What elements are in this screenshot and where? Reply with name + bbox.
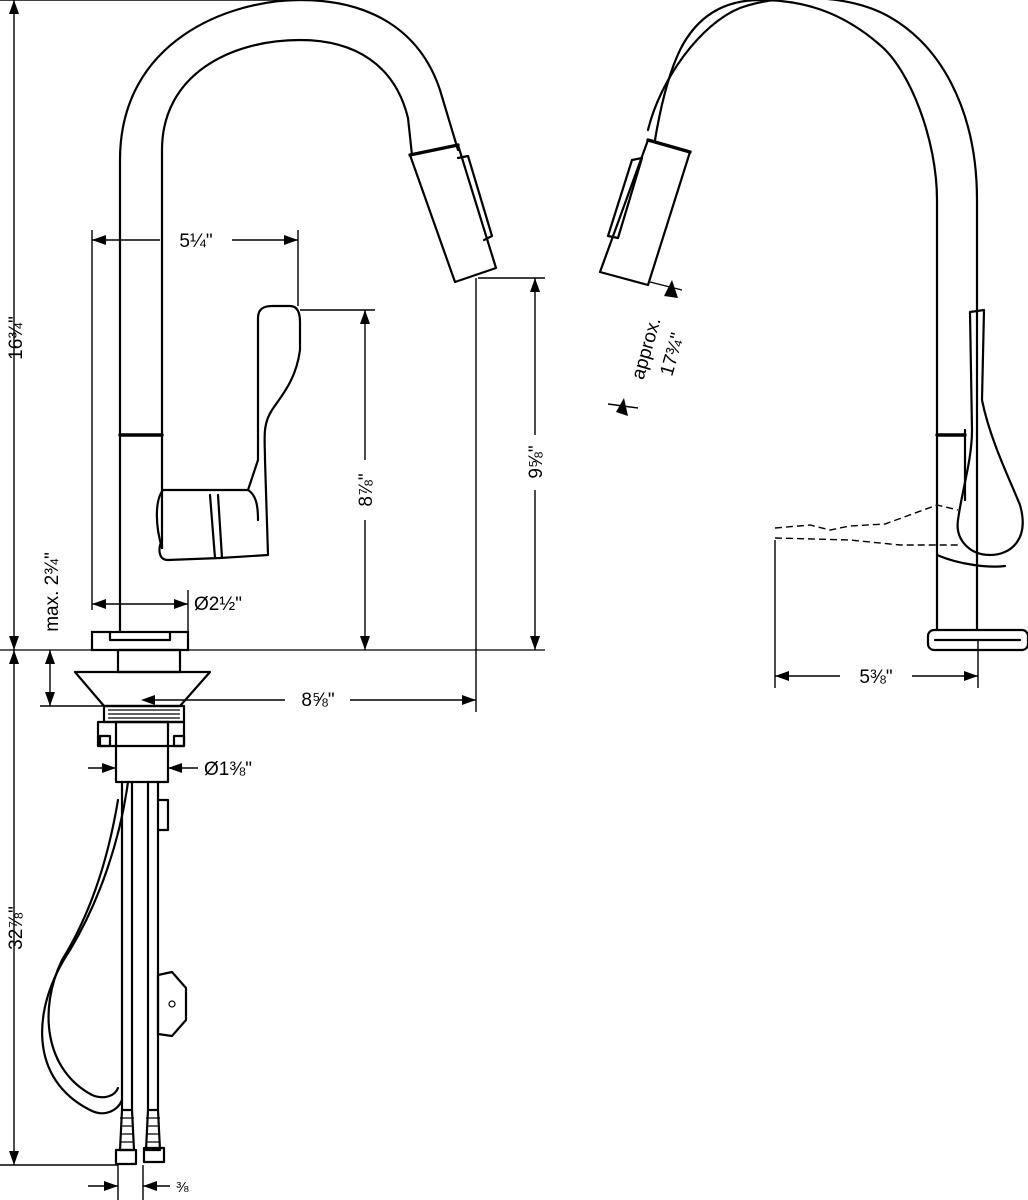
front-hose-loop <box>41 780 130 1115</box>
front-view <box>0 0 545 1166</box>
front-shank <box>114 720 170 784</box>
dim-shank-diameter: Ø1⅜" <box>204 759 252 780</box>
dim-hose-length: 32⅞" <box>6 906 27 950</box>
front-spout-outer <box>118 0 460 637</box>
dimension-lines <box>0 0 979 1200</box>
dim-deck-thickness: max. 2¾" <box>42 552 63 632</box>
side-spout-outer <box>653 0 939 632</box>
front-hose-weight <box>156 970 188 1038</box>
front-spray-head <box>408 143 498 284</box>
dim-pullout-length: 17¾" <box>657 331 689 379</box>
dim-handle-height: 8⅞" <box>356 473 377 506</box>
front-spout-inner <box>160 38 414 550</box>
side-handle <box>956 308 1024 557</box>
dim-connection-size: ⅜ <box>176 1179 189 1196</box>
dim-total-height: 16¾" <box>6 316 27 360</box>
front-supply-lines <box>120 780 160 1112</box>
side-spray-head <box>598 138 692 287</box>
front-handle <box>158 304 302 562</box>
dim-spout-reach-top: 5¼" <box>179 231 212 252</box>
dim-spout-reach: 8⅝" <box>301 690 334 711</box>
side-spout-inner <box>646 0 979 632</box>
dim-side-handle-clearance: 5⅜" <box>859 667 892 688</box>
dim-base-diameter: Ø2½" <box>194 594 242 615</box>
dim-spout-clearance: 9⅝" <box>526 445 547 478</box>
front-mount-plate <box>73 670 212 708</box>
side-handle-dashed <box>774 504 959 546</box>
front-fittings <box>118 1108 162 1152</box>
